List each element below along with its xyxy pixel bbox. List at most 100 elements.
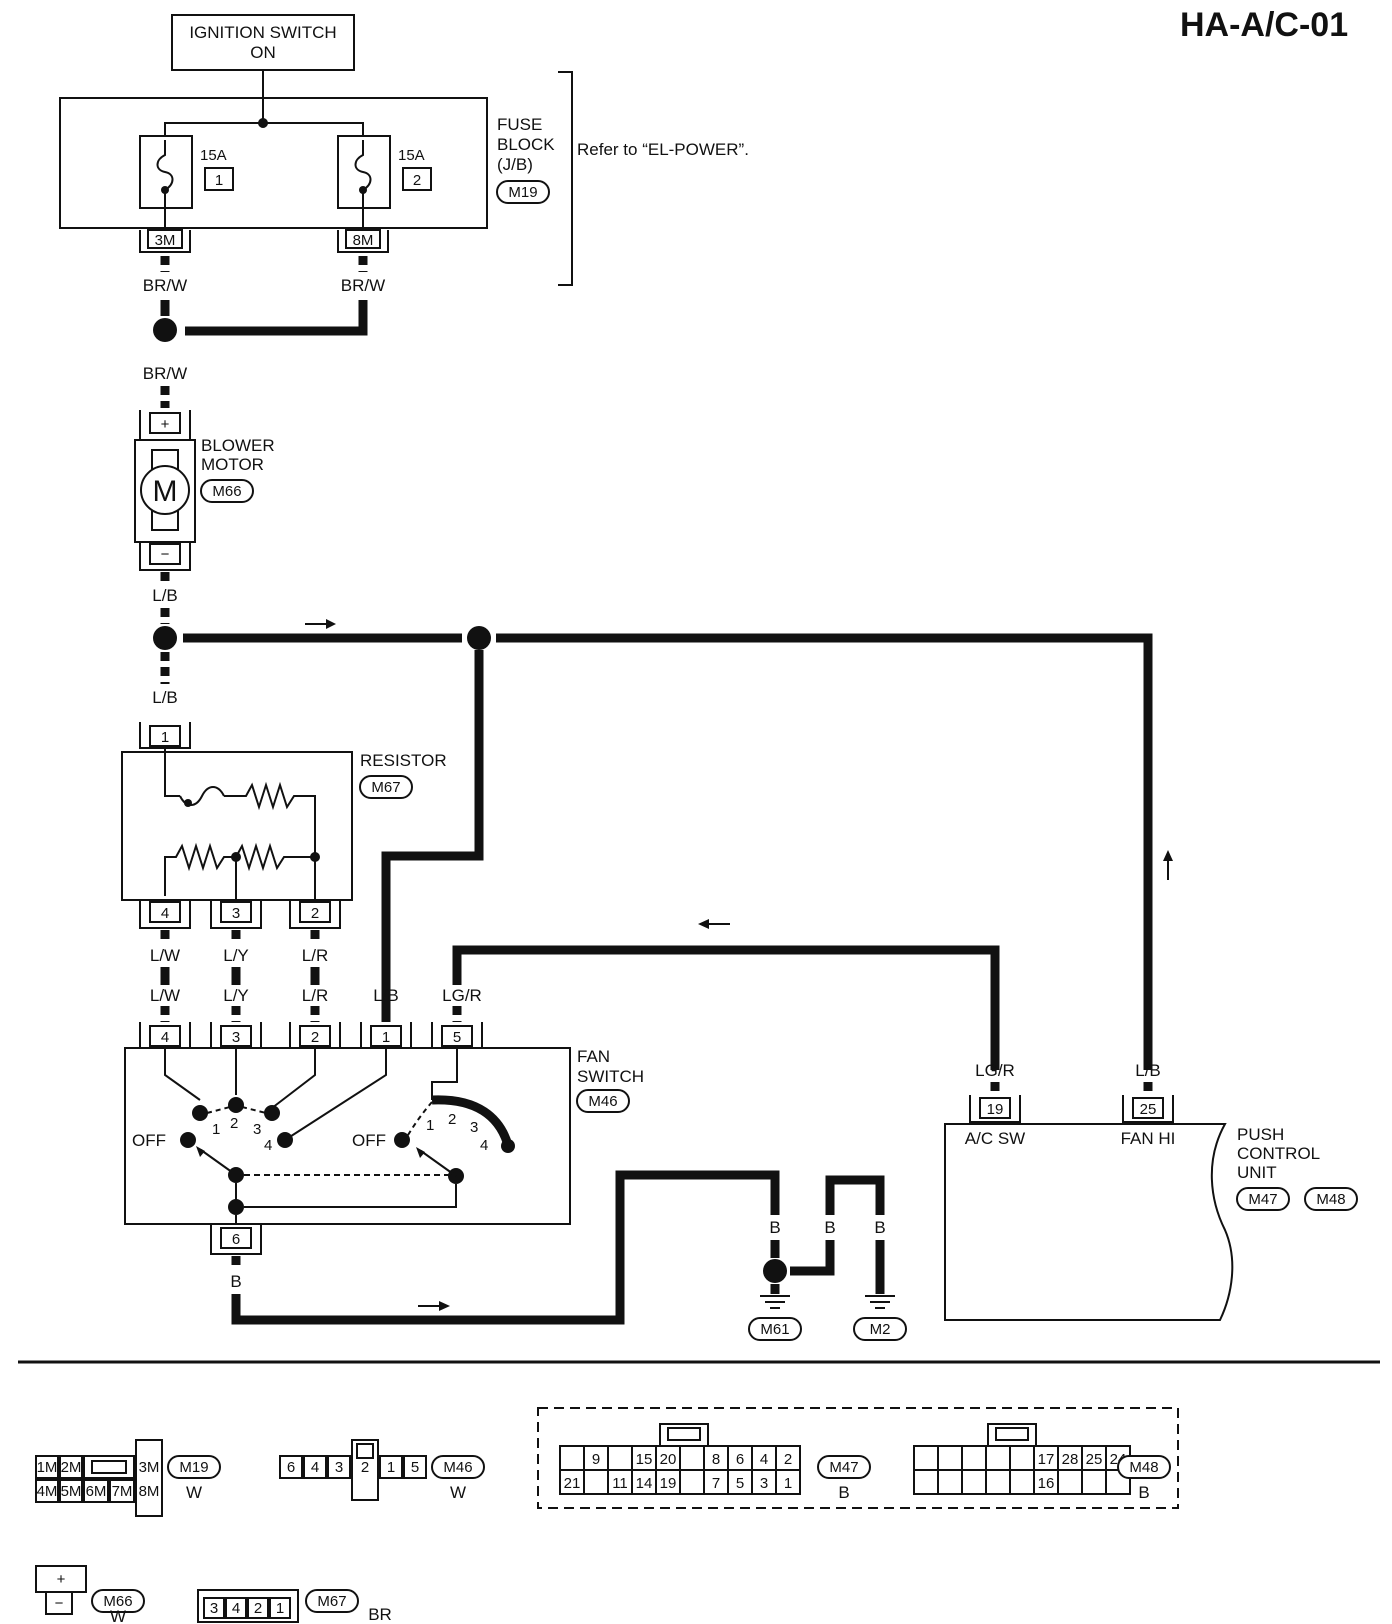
wire-label-l-b-3: L/B — [373, 986, 399, 1005]
fan-switch-pos-1b: 1 — [426, 1117, 434, 1134]
connector-pin-label: 14 — [636, 1475, 653, 1492]
wire-label-lg-r-2: LG/R — [975, 1061, 1015, 1080]
fuse-2-icon — [354, 140, 372, 208]
fan-switch-pos-3a: 3 — [253, 1121, 261, 1138]
wire-label-br-w-3: BR/W — [143, 364, 187, 383]
connector-pin-label: 16 — [1038, 1475, 1055, 1492]
connector-cavity — [775, 1445, 801, 1471]
connector-cavity — [1009, 1469, 1035, 1495]
terminal-3m: 3M — [139, 229, 191, 253]
motor-icon: M — [153, 475, 178, 508]
wire-label-l-r-2: L/R — [302, 986, 328, 1005]
connector-pin-label: 2 — [784, 1451, 792, 1468]
connector-cavity — [937, 1469, 963, 1495]
svg-text:6M: 6M — [86, 1483, 107, 1500]
connector-cavity — [913, 1469, 939, 1495]
connector-pin-label: 6 — [736, 1451, 744, 1468]
connector-cavity — [961, 1445, 987, 1471]
connector-view-m66: + − M66 W — [35, 1565, 145, 1624]
svg-text:4M: 4M — [37, 1483, 58, 1500]
svg-text:5M: 5M — [61, 1483, 82, 1500]
push-control-connector-m48: M48 — [1316, 1191, 1345, 1208]
svg-text:BR: BR — [368, 1605, 392, 1624]
connector-cavity — [679, 1445, 705, 1471]
connector-cavity — [631, 1445, 657, 1471]
blower-title-1: BLOWER — [201, 436, 275, 455]
svg-text:M61: M61 — [760, 1321, 789, 1338]
fan-switch-title-1: FAN — [577, 1047, 610, 1066]
svg-text:25: 25 — [1140, 1101, 1157, 1118]
connector-cavity — [775, 1469, 801, 1495]
fan-switch-title-2: SWITCH — [577, 1067, 644, 1086]
blower-motor: + M − BLOWER MOTOR M66 — [134, 410, 275, 571]
connector-cavity — [985, 1469, 1011, 1495]
resistor-pin-3: 3 — [210, 900, 262, 929]
fan-switch-pos-2b: 2 — [448, 1111, 456, 1128]
fuse-block-title-1: FUSE — [497, 115, 542, 134]
push-control-pin-19-name: A/C SW — [965, 1129, 1025, 1148]
fuse-2-number: 2 — [413, 172, 421, 189]
fuse-1-icon — [156, 140, 174, 208]
connector-cavity — [751, 1469, 777, 1495]
fan-switch-connector: M46 — [588, 1093, 617, 1110]
svg-text:2: 2 — [361, 1459, 369, 1476]
svg-text:W: W — [110, 1607, 126, 1624]
fuse-block-connector: M19 — [508, 184, 537, 201]
ground-m2: M2 — [853, 1295, 907, 1341]
connector-pin-label: 25 — [1086, 1451, 1103, 1468]
fan-switch-pos-1a: 1 — [212, 1121, 220, 1138]
terminal-8m: 8M — [337, 229, 389, 253]
wire-label-l-b-4: L/B — [1135, 1061, 1161, 1080]
svg-text:−: − — [55, 1595, 64, 1612]
fan-switch-pin-4: 4 — [139, 1022, 191, 1049]
fan-switch-off-left: OFF — [132, 1131, 166, 1150]
connector-pin-label: 4 — [760, 1451, 768, 1468]
connector-pin-label: 20 — [660, 1451, 677, 1468]
connector-cavity — [607, 1445, 633, 1471]
svg-text:7M: 7M — [112, 1483, 133, 1500]
resistor-connector: M67 — [371, 779, 400, 796]
svg-text:8M: 8M — [139, 1483, 160, 1500]
svg-text:M19: M19 — [179, 1459, 208, 1476]
fuse-block-title-2: BLOCK — [497, 135, 555, 154]
flow-arrow-icon — [418, 1301, 450, 1311]
connector-pin-label: 3 — [760, 1475, 768, 1492]
wire-label-l-y-1: L/Y — [223, 946, 249, 965]
connector-view-m19: 1M 2M 3M 4M 5M 6M 7M 8M M19 W — [35, 1439, 221, 1517]
blower-plus: + — [161, 416, 170, 433]
ignition-switch: IGNITION SWITCH ON — [171, 14, 355, 71]
splice-br-w — [153, 318, 177, 342]
flow-arrow-icon — [698, 919, 730, 929]
refer-el-power: Refer to “EL-POWER”. — [577, 140, 749, 159]
connector-pin-label: 5 — [736, 1475, 744, 1492]
fuse-block-bracket — [558, 71, 573, 286]
push-control-title-3: UNIT — [1237, 1163, 1277, 1182]
ignition-switch-state: ON — [250, 43, 276, 62]
flow-arrow-icon — [305, 619, 336, 629]
wire-label-br-w-2: BR/W — [341, 276, 385, 295]
connector-cavity — [1033, 1445, 1059, 1471]
svg-text:5: 5 — [411, 1459, 419, 1476]
wire-label-b-3: B — [824, 1218, 835, 1237]
svg-text:M66: M66 — [103, 1593, 132, 1610]
wire-label-l-w-1: L/W — [150, 946, 180, 965]
svg-text:W: W — [450, 1483, 466, 1502]
svg-text:W: W — [186, 1483, 202, 1502]
fan-switch-pin-2: 2 — [289, 1022, 341, 1049]
fan-switch-pos-2a: 2 — [230, 1115, 238, 1132]
push-control-title-1: PUSH — [1237, 1125, 1284, 1144]
svg-text:M47: M47 — [829, 1459, 858, 1476]
wire-label-l-r-1: L/R — [302, 946, 328, 965]
svg-text:3M: 3M — [155, 232, 176, 249]
connector-cavity — [1057, 1469, 1083, 1495]
svg-text:M46: M46 — [443, 1459, 472, 1476]
svg-text:+: + — [57, 1571, 66, 1588]
svg-text:3: 3 — [232, 1029, 240, 1046]
svg-text:5: 5 — [453, 1029, 461, 1046]
wire-label-l-b-2: L/B — [152, 688, 178, 707]
wire-label-b-4: B — [874, 1218, 885, 1237]
connector-pin-label: 21 — [564, 1475, 581, 1492]
wire-label-lg-r-1: LG/R — [442, 986, 482, 1005]
connector-cavity — [913, 1445, 939, 1471]
